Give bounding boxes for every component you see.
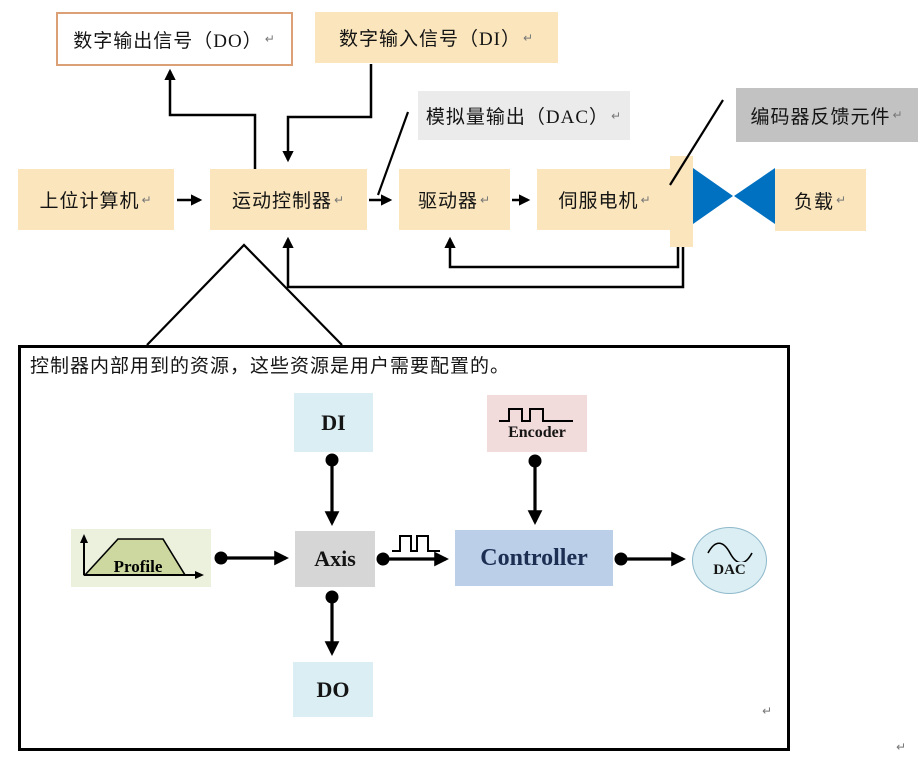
panel-caption: 控制器内部用到的资源，这些资源是用户需要配置的。 <box>30 351 510 378</box>
coupling-icon <box>693 168 775 224</box>
dac-signal-label: 模拟量输出（DAC） <box>425 107 610 128</box>
controller-node: Controller <box>455 530 613 586</box>
do-node-label: DO <box>316 676 350 702</box>
load-label: 负载 <box>793 191 834 213</box>
dac-signal-box: 模拟量输出（DAC）↵ <box>418 91 630 140</box>
servo-motor-box: 伺服电机↵ <box>537 169 673 230</box>
callout-expansion-lines <box>146 243 343 346</box>
di-node-label: DI <box>321 409 346 435</box>
encoder-node: Encoder <box>487 395 587 452</box>
dac-node-label: DAC <box>713 562 746 578</box>
pilcrow-mark: ↵ <box>762 704 773 718</box>
feedback-line-encoder-to-controller <box>282 236 685 289</box>
motor-encoder-tab <box>670 156 693 247</box>
servo-motor-label: 伺服电机 <box>558 191 639 212</box>
pilcrow-mark: ↵ <box>479 192 492 207</box>
host-computer-label: 上位计算机 <box>39 191 140 212</box>
pilcrow-mark: ↵ <box>611 108 623 123</box>
pilcrow-mark: ↵ <box>892 108 904 122</box>
encoder-node-label: Encoder <box>508 423 566 441</box>
do-node: DO <box>293 662 373 717</box>
encoder-feedback-box: 编码器反馈元件↵ <box>736 88 918 142</box>
motion-profile-icon: Profile <box>80 534 204 579</box>
pilcrow-mark: ↵ <box>523 30 535 45</box>
encoder-feedback-label: 编码器反馈元件 <box>750 106 891 128</box>
square-wave-icon <box>499 407 573 422</box>
host-computer-box: 上位计算机↵ <box>18 169 174 230</box>
profile-node-label: Profile <box>114 557 163 576</box>
di-signal-label: 数字输入信号（DI） <box>338 29 521 50</box>
pilcrow-mark: ↵ <box>640 192 652 207</box>
pilcrow-mark: ↵ <box>835 193 848 207</box>
axis-node-label: Axis <box>314 546 356 571</box>
sine-wave-icon <box>706 542 753 562</box>
panel-caption-text: 控制器内部用到的资源，这些资源是用户需要配置的。 <box>30 356 511 377</box>
arrow-di-label-to-controller <box>282 64 373 163</box>
pilcrow-mark: ↵ <box>333 192 346 207</box>
profile-node: Profile <box>71 529 211 587</box>
driver-label: 驱动器 <box>417 191 478 212</box>
do-signal-label: 数字输出信号（DO） <box>73 30 263 52</box>
arrow-controller-to-do-label <box>164 68 257 169</box>
controller-node-label: Controller <box>480 544 588 571</box>
pilcrow-mark: ↵ <box>141 192 153 207</box>
dac-node: DAC <box>692 527 767 594</box>
do-signal-box: 数字输出信号（DO）↵ <box>56 12 293 66</box>
motion-controller-box: 运动控制器↵ <box>210 169 367 230</box>
di-signal-box: 数字输入信号（DI）↵ <box>315 12 558 63</box>
pilcrow-mark: ↵ <box>264 32 276 46</box>
motion-controller-label: 运动控制器 <box>231 191 332 212</box>
feedback-line-encoder-to-driver <box>444 236 680 269</box>
axis-node: Axis <box>295 531 375 587</box>
pilcrow-mark: ↵ <box>896 740 907 754</box>
di-node: DI <box>294 393 373 452</box>
load-box: 负载↵ <box>775 169 866 231</box>
driver-box: 驱动器↵ <box>399 169 510 230</box>
